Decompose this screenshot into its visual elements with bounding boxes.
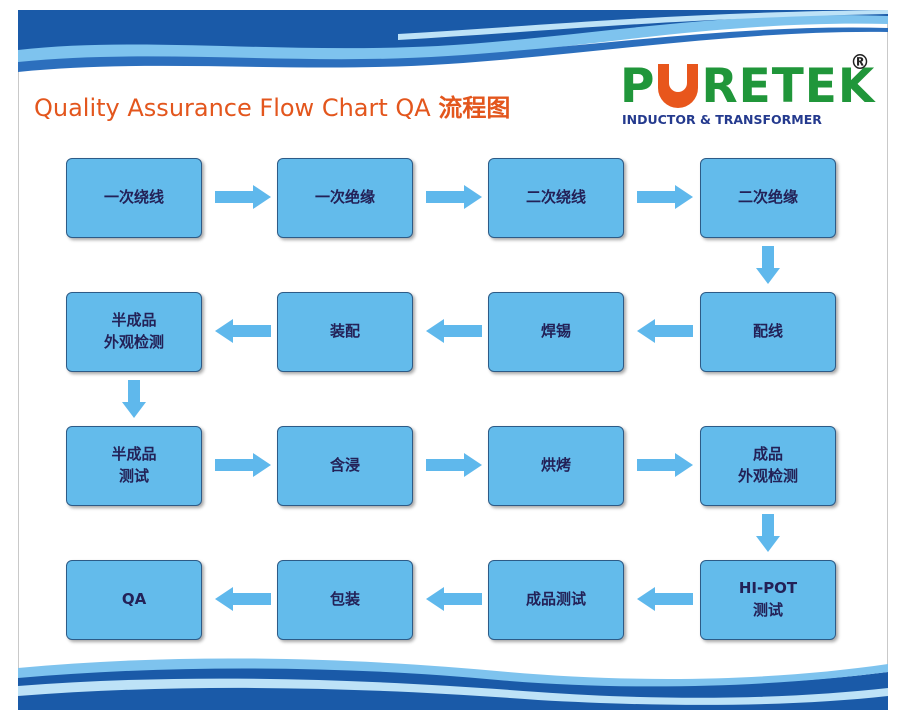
- title-cn-text: 流程图: [438, 94, 511, 122]
- step-1-label: 一次绕线: [103, 188, 164, 207]
- bottom-wave-decoration: [18, 658, 888, 710]
- logo-u-shape-icon: [658, 64, 699, 108]
- step-4-label: 二次绝缘: [737, 188, 798, 207]
- arrow-right-icon: [637, 453, 693, 477]
- step-15-label: 包装: [329, 590, 360, 609]
- arrow-right-icon: [215, 185, 271, 209]
- arrow-down-icon: [756, 246, 780, 284]
- step-5-label: 配线: [752, 322, 783, 341]
- step-8-label: 半成品 外观检测: [103, 311, 164, 351]
- arrow-left-icon: [637, 319, 693, 343]
- arrow-down-icon: [756, 514, 780, 552]
- step-6-label: 焊锡: [540, 322, 571, 341]
- step-7-box: 装配: [277, 292, 413, 372]
- logo-wordmark: P RETEK: [620, 50, 875, 110]
- top-wave-decoration: [18, 10, 888, 72]
- page-title: Quality Assurance Flow Chart QA 流程图: [34, 88, 510, 123]
- title-text: Quality Assurance Flow Chart QA: [34, 94, 431, 122]
- step-15-box: 包装: [277, 560, 413, 640]
- step-2-box: 一次绝缘: [277, 158, 413, 238]
- arrow-left-icon: [426, 319, 482, 343]
- step-16-label: QA: [121, 590, 147, 609]
- brand-logo: P RETEK ® INDUCTOR & TRANSFORMER: [620, 48, 874, 132]
- step-13-label: HI-POT 测试: [738, 579, 798, 619]
- step-14-label: 成品测试: [525, 590, 586, 609]
- logo-letters-retek: RETEK: [701, 59, 876, 114]
- arrow-left-icon: [215, 587, 271, 611]
- arrow-down-icon: [122, 380, 146, 418]
- step-6-box: 焊锡: [488, 292, 624, 372]
- step-16-box: QA: [66, 560, 202, 640]
- step-10-box: 含浸: [277, 426, 413, 506]
- logo-letter-p: P: [620, 59, 656, 114]
- step-13-box: HI-POT 测试: [700, 560, 836, 640]
- arrow-left-icon: [426, 587, 482, 611]
- step-3-box: 二次绕线: [488, 158, 624, 238]
- arrow-right-icon: [426, 453, 482, 477]
- registered-mark: ®: [850, 50, 870, 74]
- step-5-box: 配线: [700, 292, 836, 372]
- step-8-box: 半成品 外观检测: [66, 292, 202, 372]
- arrow-left-icon: [637, 587, 693, 611]
- step-4-box: 二次绝缘: [700, 158, 836, 238]
- step-1-box: 一次绕线: [66, 158, 202, 238]
- logo-tagline: INDUCTOR & TRANSFORMER: [622, 112, 822, 127]
- step-7-label: 装配: [329, 322, 360, 341]
- step-9-label: 半成品 测试: [111, 445, 157, 485]
- step-2-label: 一次绝缘: [314, 188, 375, 207]
- arrow-right-icon: [637, 185, 693, 209]
- step-14-box: 成品测试: [488, 560, 624, 640]
- step-10-label: 含浸: [329, 456, 360, 475]
- step-3-label: 二次绕线: [525, 188, 586, 207]
- step-9-box: 半成品 测试: [66, 426, 202, 506]
- arrow-left-icon: [215, 319, 271, 343]
- step-12-box: 成品 外观检测: [700, 426, 836, 506]
- arrow-right-icon: [426, 185, 482, 209]
- arrow-right-icon: [215, 453, 271, 477]
- step-11-box: 烘烤: [488, 426, 624, 506]
- step-11-label: 烘烤: [540, 456, 571, 475]
- step-12-label: 成品 外观检测: [737, 445, 798, 485]
